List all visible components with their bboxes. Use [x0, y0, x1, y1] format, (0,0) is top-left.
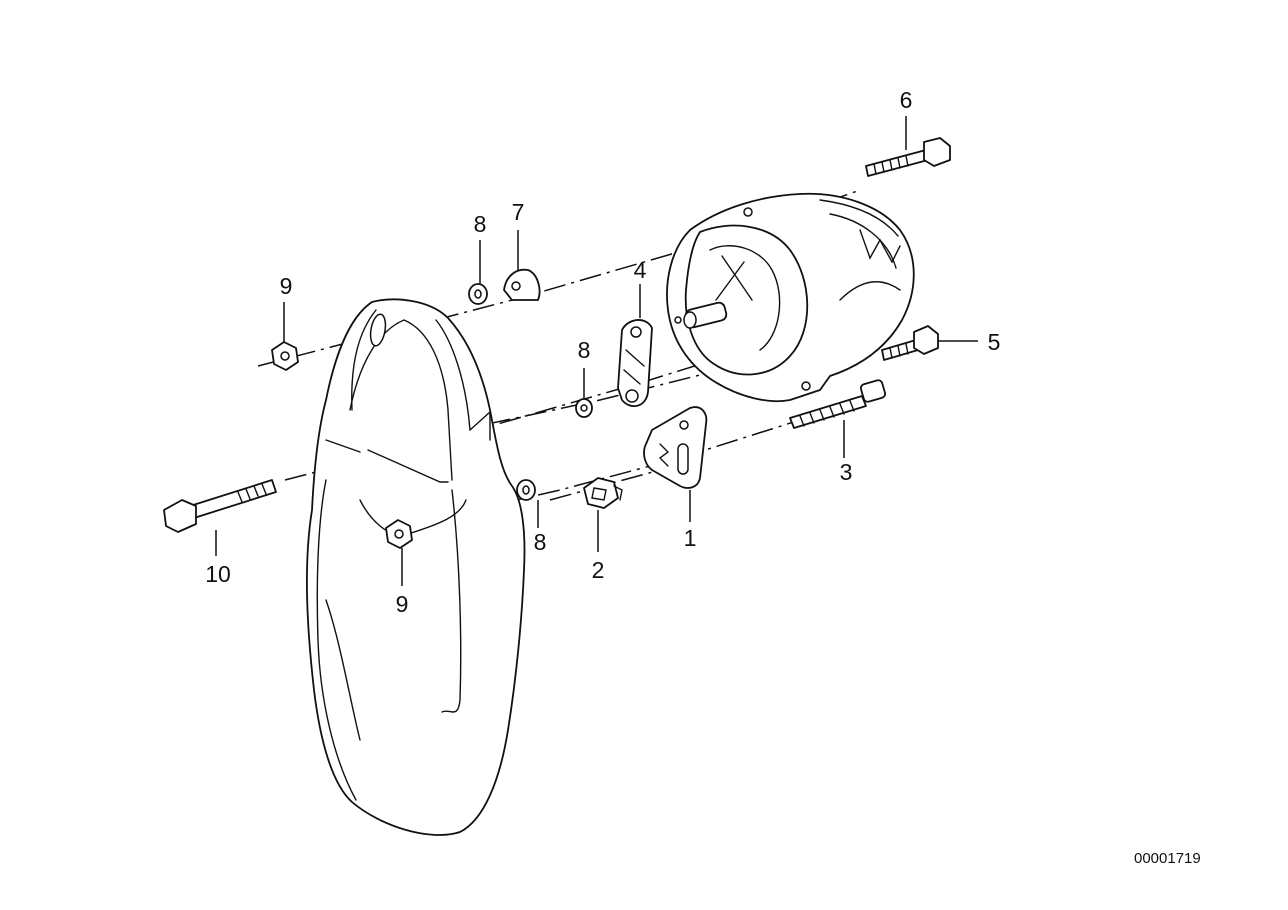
alternator [666, 192, 915, 403]
callout-8-top: 8 [474, 211, 487, 237]
part-6-bolt [865, 137, 951, 177]
callout-2: 2 [592, 557, 605, 583]
callout-9-top: 9 [280, 273, 293, 299]
callout-4: 4 [634, 257, 647, 283]
callout-5: 5 [988, 329, 1001, 355]
part-1-adjusting-plate [643, 406, 708, 489]
callout-8-middle: 8 [578, 337, 591, 363]
part-4-adjusting-link [617, 319, 653, 407]
callout-8-bottom: 8 [534, 529, 547, 555]
part-3-long-bolt [789, 379, 887, 429]
bracket-cover [306, 298, 526, 836]
part-8-washers [468, 283, 593, 501]
callout-10: 10 [205, 561, 231, 587]
callout-7: 7 [512, 199, 525, 225]
diagram-reference-number: 00001719 [1134, 850, 1201, 867]
part-9-nuts [271, 341, 413, 549]
part-2-square-nut [583, 477, 623, 509]
part-7-rubber-mount [503, 268, 541, 301]
callout-1: 1 [684, 525, 697, 551]
part-5-bolt [881, 325, 939, 361]
callout-6: 6 [900, 87, 913, 113]
callout-9-bottom: 9 [396, 591, 409, 617]
leader-lines [215, 116, 978, 586]
callout-3: 3 [840, 459, 853, 485]
callout-labels: 6 7 8 4 9 8 5 3 1 8 2 10 9 [205, 87, 1000, 617]
part-10-long-bolt [163, 479, 277, 533]
